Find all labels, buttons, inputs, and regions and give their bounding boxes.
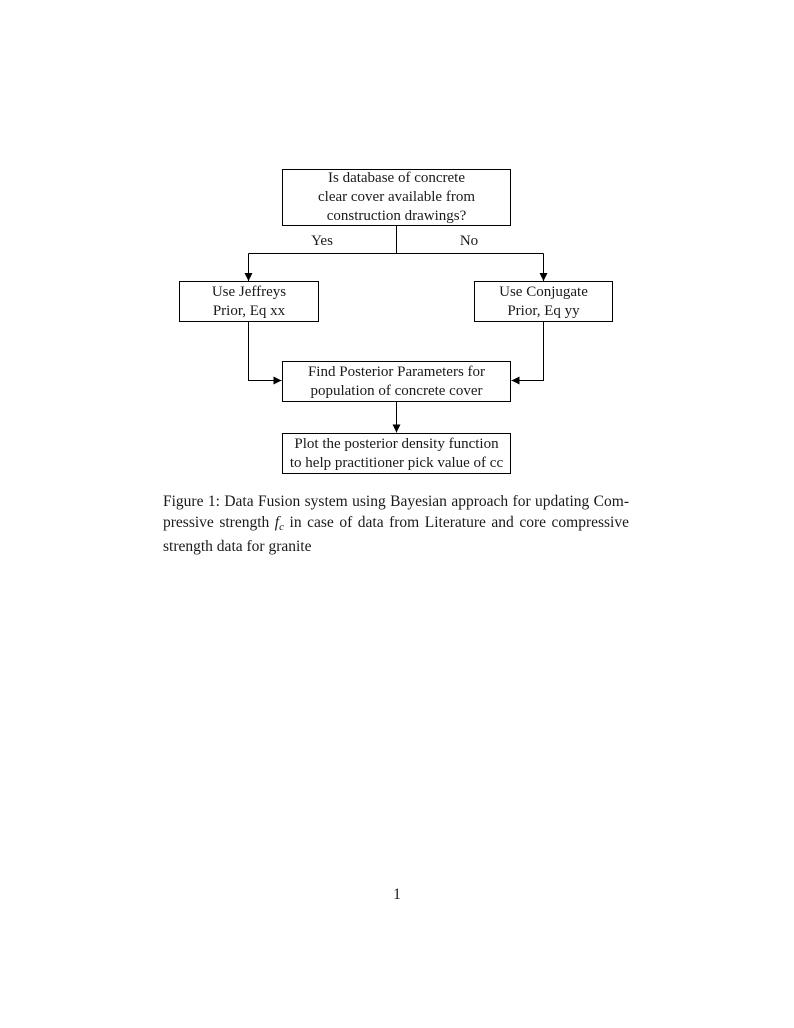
posterior-box-line-1: Find Posterior Parameters for [307,363,486,380]
connector-jeffreys-to-posterior [248,322,282,385]
decision-box-line-1: Is database of concrete [327,170,465,186]
figure-caption: Figure 1: Data Fusion system using Bayes… [163,492,629,558]
branch-label-no: No [459,233,479,249]
flowchart-box-conjugate-prior: Use Conjugate Prior, Eq yy [474,281,613,322]
flowchart-box-find-posterior: Find Posterior Parameters for population… [282,361,511,402]
flowchart-box-decision: Is database of concrete clear cover avai… [282,169,511,226]
caption-line-1: Figure 1: Data Fusion system using Bayes… [163,493,629,510]
math-f: f [274,513,280,531]
flowchart-box-plot-density: Plot the posterior density function to h… [282,433,511,474]
decision-box-line-2: clear cover available from [318,189,475,205]
conjugate-box-line-1: Use Conjugate [499,283,588,300]
jeffreys-box-line-2: Prior, Eq xx [212,302,286,319]
caption-line-3: strength data for granite [163,538,312,555]
math-subscript-c: c [279,520,284,533]
caption-line-2-post: in case of data from Literature and core… [284,513,629,531]
connector-conjugate-to-posterior [511,322,544,385]
flowchart-box-jeffreys-prior: Use Jeffreys Prior, Eq xx [179,281,319,322]
plot-box-line-1: Plot the posterior density function [294,435,499,452]
conjugate-box-line-2: Prior, Eq yy [507,302,580,319]
caption-line-2: pressive strength fc in case of data fro… [163,513,629,538]
math-fc-symbol: fc [274,513,284,533]
plot-box-line-2: to help practitioner pick value of cc [289,454,504,471]
posterior-box-line-2: population of concrete cover [310,382,483,399]
decision-box-line-3: construction drawings? [326,208,467,224]
branch-label-yes: Yes [311,233,333,249]
jeffreys-box-line-1: Use Jeffreys [211,283,287,300]
caption-line-2-pre: pressive strength [163,513,275,531]
page-number: 1 [393,886,401,903]
